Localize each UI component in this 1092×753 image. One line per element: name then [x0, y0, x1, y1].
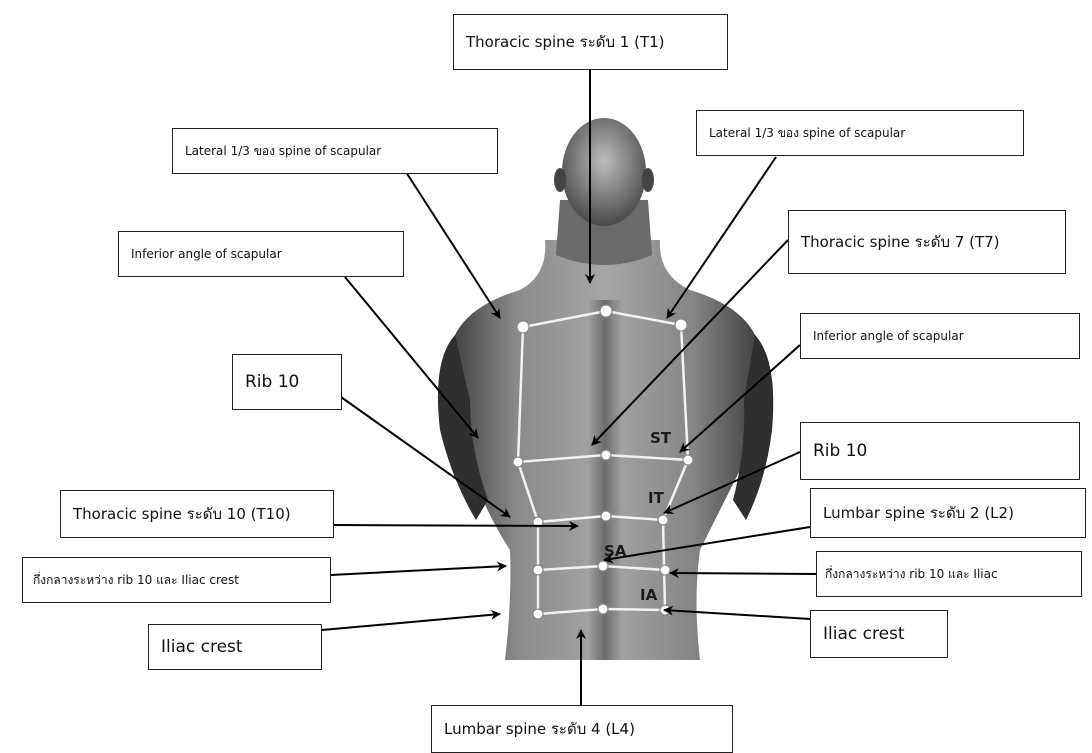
label-iliac-left: Iliac crest [148, 624, 322, 670]
region-label-ia: IA [640, 586, 658, 604]
label-rib10-left: Rib 10 [232, 354, 342, 410]
arrow-mid-right [670, 573, 816, 574]
label-t7: Thoracic spine ระดับ 7 (T7) [788, 210, 1066, 274]
label-l2: Lumbar spine ระดับ 2 (L2) [810, 488, 1086, 538]
landmark-dot [660, 565, 670, 575]
arrow-mid-left [331, 566, 506, 575]
arrow-t10 [334, 525, 578, 526]
torso [438, 118, 773, 660]
landmark-dot [517, 321, 529, 333]
landmark-dot [513, 457, 523, 467]
landmark-dot [683, 455, 693, 465]
label-inferior-left: Inferior angle of scapular [118, 231, 404, 277]
arrow-lateral-right [667, 157, 776, 318]
label-rib10-right: Rib 10 [800, 422, 1080, 480]
region-label-it: IT [648, 489, 665, 507]
label-lateral-right: Lateral 1/3 ของ spine of scapular [696, 110, 1024, 156]
label-iliac-right: Iliac crest [810, 610, 948, 658]
label-mid-right: กึ่งกลางระหว่าง rib 10 และ Iliac [816, 551, 1082, 597]
label-l4: Lumbar spine ระดับ 4 (L4) [431, 705, 733, 753]
landmark-dot [598, 561, 608, 571]
landmark-dot [533, 609, 543, 619]
label-mid-left: กึ่งกลางระหว่าง rib 10 และ Iliac crest [22, 557, 331, 603]
label-lateral-left: Lateral 1/3 ของ spine of scapular [172, 128, 498, 174]
landmark-dot [601, 511, 611, 521]
arrow-lateral-left [406, 172, 500, 318]
landmark-dot [600, 305, 612, 317]
region-label-st: ST [650, 429, 672, 447]
label-t10: Thoracic spine ระดับ 10 (T10) [60, 490, 334, 538]
landmark-dot [533, 565, 543, 575]
arrow-iliac-left [322, 614, 500, 630]
landmark-dot [601, 450, 611, 460]
label-t1: Thoracic spine ระดับ 1 (T1) [453, 14, 728, 70]
landmark-dot [658, 515, 668, 525]
label-inferior-right: Inferior angle of scapular [800, 313, 1080, 359]
landmark-dot [675, 319, 687, 331]
landmark-dot [598, 604, 608, 614]
